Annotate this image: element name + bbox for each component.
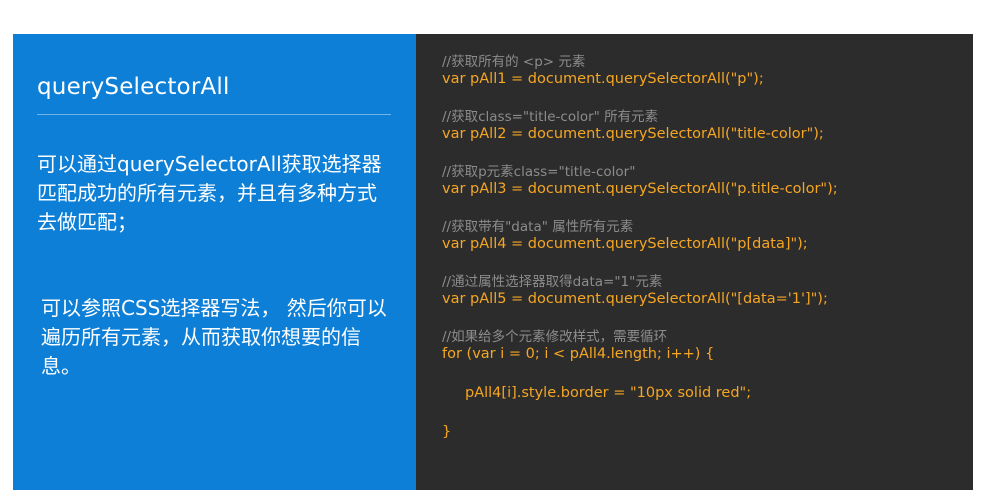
- left-panel: querySelectorAll 可以通过querySelectorAll获取选…: [13, 34, 416, 490]
- description-paragraph-1: 可以通过querySelectorAll获取选择器匹配成功的所有元素，并且有多种…: [37, 152, 382, 234]
- code-comment: //获取class="title-color" 所有元素: [442, 109, 659, 125]
- code-comment: //获取所有的 <p> 元素: [442, 54, 586, 70]
- code-line: var pAll4 = document.querySelectorAll("p…: [442, 236, 808, 252]
- code-line: var pAll2 = document.querySelectorAll("t…: [442, 126, 824, 142]
- description-paragraph-2: 可以参照CSS选择器写法， 然后你可以遍历所有元素，从而获取你想要的信息。: [41, 296, 387, 378]
- code-comment: //通过属性选择器取得data="1"元素: [442, 274, 663, 290]
- code-listing: //获取所有的 <p> 元素 var pAll1 = document.quer…: [442, 54, 967, 441]
- slide: querySelectorAll 可以通过querySelectorAll获取选…: [13, 34, 973, 490]
- code-spacer: [442, 363, 967, 384]
- code-block-1: //获取所有的 <p> 元素 var pAll1 = document.quer…: [442, 54, 967, 88]
- code-comment: //获取带有"data" 属性所有元素: [442, 219, 634, 235]
- code-block-loop: //如果给多个元素修改样式，需要循环 for (var i = 0; i < p…: [442, 329, 967, 441]
- code-block-4: //获取带有"data" 属性所有元素 var pAll4 = document…: [442, 219, 967, 253]
- code-block-3: //获取p元素class="title-color" var pAll3 = d…: [442, 164, 967, 198]
- code-line: var pAll3 = document.querySelectorAll("p…: [442, 181, 838, 197]
- code-block-2: //获取class="title-color" 所有元素 var pAll2 =…: [442, 109, 967, 143]
- slide-title: querySelectorAll: [37, 74, 230, 100]
- code-line: var pAll1 = document.querySelectorAll("p…: [442, 71, 764, 87]
- code-line-for: for (var i = 0; i < pAll4.length; i++) {: [442, 346, 715, 362]
- code-comment: //获取p元素class="title-color": [442, 164, 636, 180]
- code-comment: //如果给多个元素修改样式，需要循环: [442, 329, 668, 345]
- code-line: var pAll5 = document.querySelectorAll("[…: [442, 291, 828, 307]
- code-line-close: }: [442, 424, 452, 440]
- title-divider: [37, 114, 391, 115]
- code-panel: //获取所有的 <p> 元素 var pAll1 = document.quer…: [416, 34, 973, 490]
- code-block-5: //通过属性选择器取得data="1"元素 var pAll5 = docume…: [442, 274, 967, 308]
- code-spacer: [442, 402, 967, 423]
- code-line-body: pAll4[i].style.border = "10px solid red"…: [465, 385, 752, 401]
